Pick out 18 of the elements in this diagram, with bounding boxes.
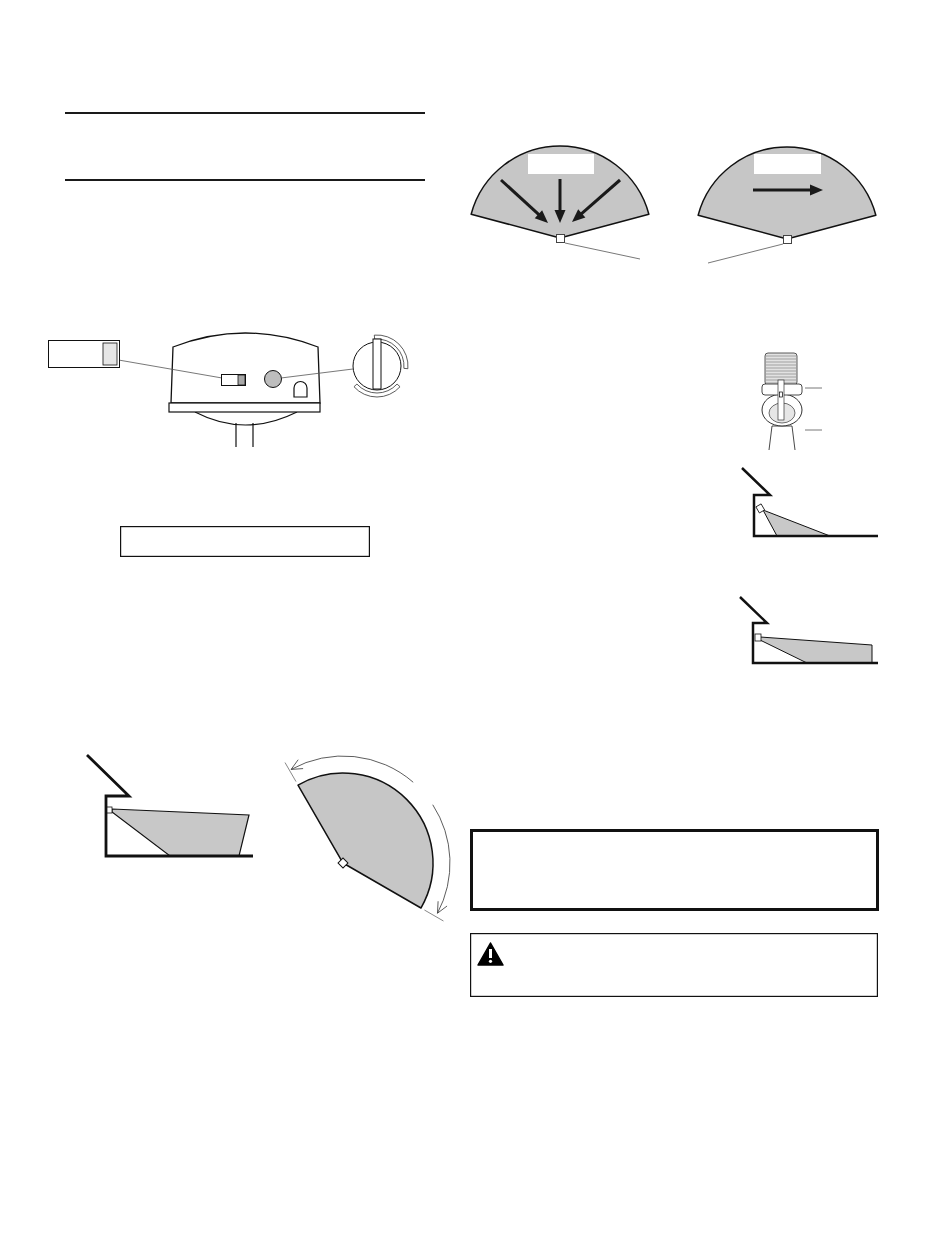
sensor-housing-drawing (168, 331, 322, 448)
slide-switch (221, 374, 246, 386)
knob (264, 370, 282, 388)
leader-line (281, 368, 354, 379)
sensor-square (556, 234, 565, 243)
leader-line (804, 387, 823, 389)
blank-patch (754, 154, 821, 174)
nozzle-drawing (759, 350, 805, 451)
leader-line (119, 359, 222, 379)
blank-panel (120, 526, 370, 557)
blank-patch (528, 154, 594, 174)
warning-panel (470, 933, 878, 997)
switch-inset (48, 340, 120, 368)
sensor-square (783, 235, 792, 244)
leader-line (707, 243, 784, 264)
blank-panel (470, 829, 879, 911)
leader-line (564, 242, 641, 260)
leader-line (804, 429, 823, 431)
